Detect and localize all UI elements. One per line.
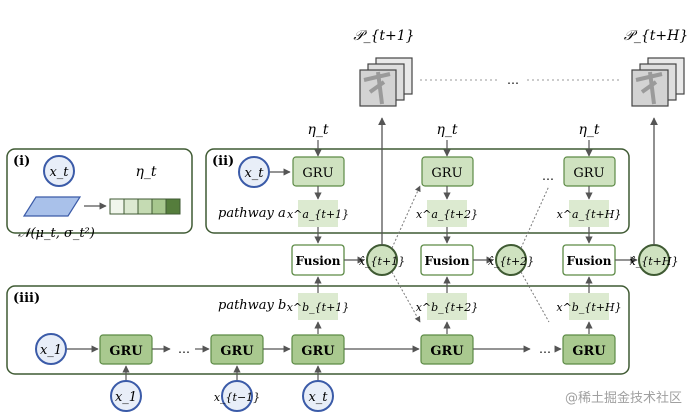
- gru-a-3: GRU: [563, 156, 616, 187]
- fusion-3: Fusion: [562, 244, 616, 276]
- bottom-input-node-3: x_t: [302, 380, 334, 412]
- panel-ii-label: (ii): [212, 154, 234, 169]
- bottom-input-node-1: x_1: [110, 380, 142, 412]
- svg-text:GRU: GRU: [301, 344, 335, 359]
- gru-b-5: GRU: [562, 334, 616, 365]
- pathway-b-ellipsis-1: …: [178, 342, 190, 356]
- bottom-input-node-2: x_{t−1}: [214, 380, 260, 412]
- svg-text:GRU: GRU: [109, 344, 143, 359]
- svg-text:x_{t−1}: x_{t−1}: [214, 391, 260, 404]
- svg-text:GRU: GRU: [220, 344, 254, 359]
- dashed-pred1-to-state-b2: [391, 271, 421, 323]
- eta-vector: [109, 198, 181, 215]
- pathway-b-label: pathway b: [218, 298, 286, 313]
- svg-text:x_t: x_t: [308, 390, 328, 405]
- watermark: @稀土掘金技术社区: [565, 390, 682, 406]
- state-a-1: x^a_{t+1}: [287, 200, 349, 227]
- svg-text:x_1: x_1: [115, 390, 137, 405]
- left-input-node: x_1: [35, 333, 67, 365]
- pathway-a-label: pathway a: [218, 206, 286, 221]
- eta-label-3: η_t: [578, 122, 599, 138]
- dashed-pred1-to-gru-a2: [391, 185, 421, 249]
- state-b-3: x^b_{t+H}: [556, 293, 622, 320]
- gru-a-1: GRU: [292, 156, 345, 187]
- pathway-b-ellipsis-2: …: [539, 342, 551, 356]
- svg-text:Fusion: Fusion: [424, 254, 469, 268]
- svg-text:x̂_{t+2}: x̂_{t+2}: [488, 255, 534, 268]
- svg-text:GRU: GRU: [302, 166, 333, 181]
- top-ellipsis: …: [507, 73, 519, 87]
- fusion-2: Fusion: [420, 244, 474, 276]
- svg-text:GRU: GRU: [572, 344, 606, 359]
- svg-text:GRU: GRU: [573, 166, 604, 181]
- state-a-2: x^a_{t+2}: [416, 200, 478, 227]
- panel-i-input-node: [43, 155, 75, 187]
- panel-ii-input-label: x_t: [244, 166, 264, 181]
- panel-ii-input-node: [238, 156, 270, 188]
- svg-text:x^b_{t+H}: x^b_{t+H}: [556, 301, 621, 314]
- svg-text:GRU: GRU: [430, 344, 464, 359]
- output-stack-1: [359, 57, 413, 107]
- panel-i-input-label: x_t: [49, 165, 69, 180]
- svg-text:x^a_{t+2}: x^a_{t+2}: [416, 208, 478, 221]
- output-stack-2: [631, 57, 685, 107]
- prediction-node-2: x̂_{t+2}: [488, 244, 534, 276]
- dashed-pred2-to-state-b3: [520, 271, 550, 323]
- svg-text:Fusion: Fusion: [295, 254, 340, 268]
- svg-text:x^b_{t+2}: x^b_{t+2}: [416, 301, 479, 314]
- panel-i-box: [6, 148, 193, 234]
- svg-text:x^a_{t+H}: x^a_{t+H}: [557, 208, 622, 221]
- prediction-node-1: x̂_{t+1}: [359, 244, 405, 276]
- prediction-node-3: x̂_{t+H}: [630, 244, 679, 276]
- state-a-3: x^a_{t+H}: [557, 200, 622, 227]
- svg-text:x_1: x_1: [40, 343, 62, 358]
- eta-label-1: η_t: [307, 122, 328, 138]
- gru-a-2: GRU: [421, 156, 474, 187]
- distribution-plane: [22, 196, 82, 217]
- gru-b-2: GRU: [210, 334, 264, 365]
- svg-text:x^a_{t+1}: x^a_{t+1}: [287, 208, 349, 221]
- pathway-a-ellipsis: …: [542, 169, 554, 183]
- output-label-1: 𝒫_{t+1}: [353, 28, 414, 44]
- eta-label-2: η_t: [436, 122, 457, 138]
- dashed-pred2-to-gru-a3: [520, 185, 550, 249]
- panel-i-label: (i): [13, 154, 30, 169]
- svg-text:x̂_{t+1}: x̂_{t+1}: [359, 255, 405, 268]
- output-label-2: 𝒫_{t+H}: [624, 28, 688, 44]
- svg-text:Fusion: Fusion: [566, 254, 611, 268]
- distribution-label: 𝒩(μ_t, σ_t²): [18, 226, 95, 241]
- svg-text:x^b_{t+1}: x^b_{t+1}: [287, 301, 350, 314]
- state-b-2: x^b_{t+2}: [416, 293, 479, 320]
- panel-iii-label: (iii): [13, 291, 40, 306]
- svg-text:x̂_{t+H}: x̂_{t+H}: [630, 255, 679, 268]
- state-b-1: x^b_{t+1}: [287, 293, 350, 320]
- gru-b-3: GRU: [291, 334, 345, 365]
- svg-text:GRU: GRU: [431, 166, 462, 181]
- fusion-1: Fusion: [291, 244, 345, 276]
- panel-i-eta-label: η_t: [135, 164, 156, 180]
- gru-b-4: GRU: [420, 334, 474, 365]
- gru-b-1: GRU: [99, 334, 153, 365]
